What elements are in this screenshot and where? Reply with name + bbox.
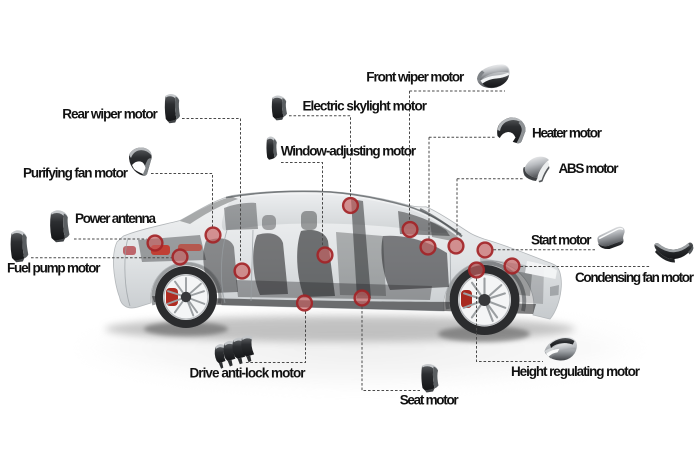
svg-text:ABS motor: ABS motor — [559, 161, 620, 176]
svg-text:Fuel pump motor: Fuel pump motor — [7, 261, 101, 276]
svg-text:Purifying fan motor: Purifying fan motor — [23, 165, 129, 180]
svg-text:Condensing fan motor: Condensing fan motor — [575, 270, 695, 285]
svg-text:Seat motor: Seat motor — [400, 393, 460, 408]
svg-text:Drive anti-lock motor: Drive anti-lock motor — [190, 366, 307, 381]
svg-text:Start motor: Start motor — [531, 232, 592, 247]
svg-text:Electric skylight motor: Electric skylight motor — [303, 98, 428, 113]
svg-text:Window-adjusting motor: Window-adjusting motor — [281, 143, 417, 158]
svg-text:Rear wiper motor: Rear wiper motor — [62, 106, 158, 121]
svg-text:Front wiper motor: Front wiper motor — [366, 70, 465, 85]
svg-text:Height regulating motor: Height regulating motor — [511, 364, 641, 379]
svg-text:Power antenna: Power antenna — [75, 211, 156, 226]
svg-text:Heater motor: Heater motor — [532, 125, 603, 140]
